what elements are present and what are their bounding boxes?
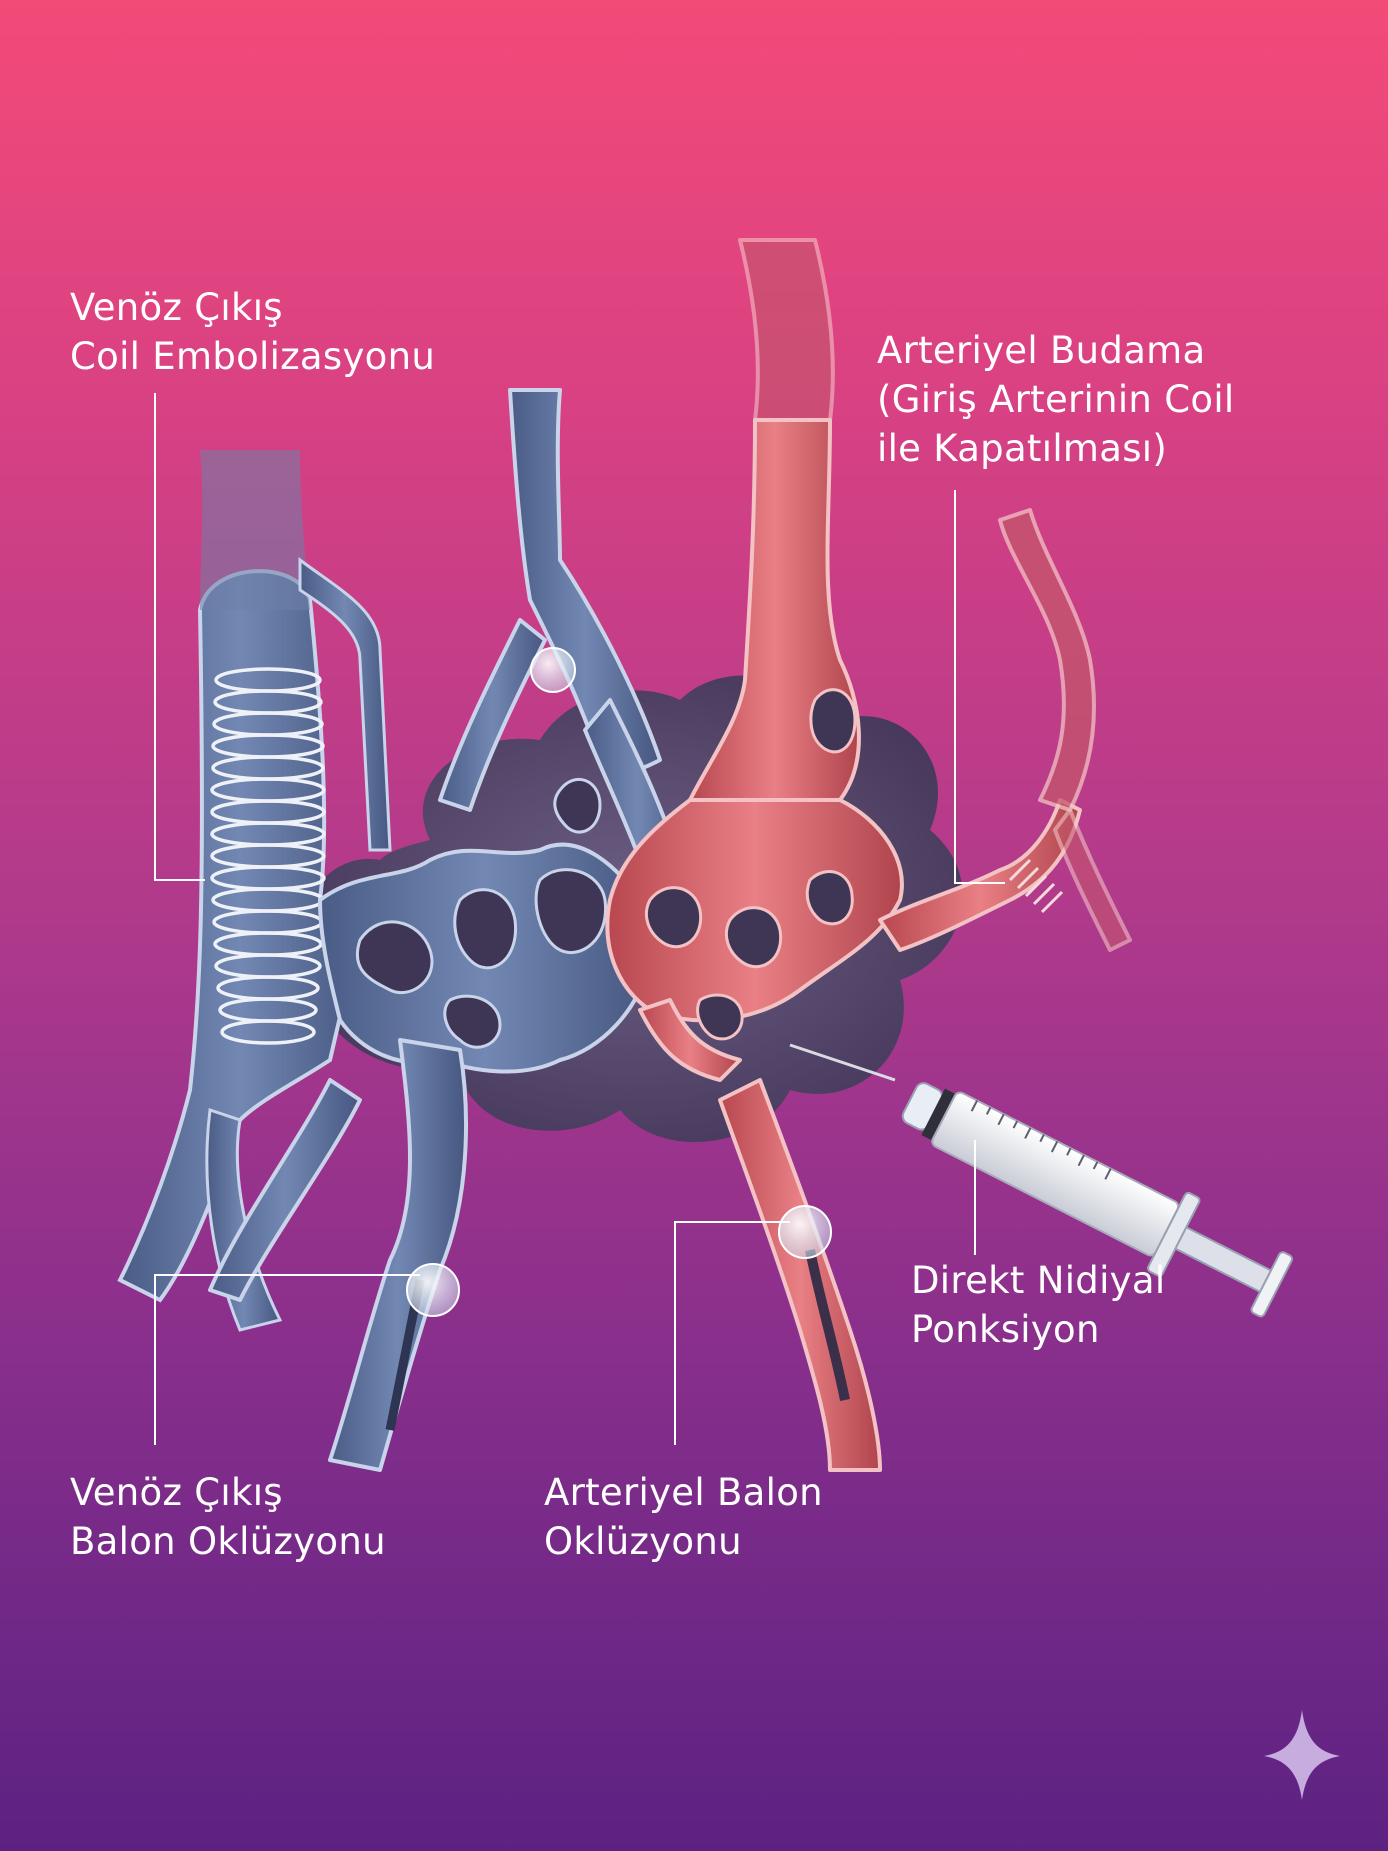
sparkle-icon <box>1264 1710 1340 1800</box>
venous-balloon-icon <box>406 1263 460 1317</box>
label-direct-nidal-puncture: Direkt Nidiyal Ponksiyon <box>911 1256 1165 1354</box>
arterial-balloon-icon <box>778 1205 832 1259</box>
arterial-coil-icon <box>1008 858 1064 914</box>
arterial-loops <box>645 688 857 1041</box>
syringe-icon <box>789 1043 1294 1318</box>
balloon-icon <box>530 647 576 693</box>
label-arterial-pruning: Arteriyel Budama (Giriş Arterinin Coil i… <box>877 326 1234 473</box>
label-line: Ponksiyon <box>911 1308 1100 1351</box>
label-line: ile Kapatılması) <box>877 427 1168 470</box>
label-line: Oklüzyonu <box>544 1520 742 1563</box>
label-arterial-balloon-occlusion: Arteriyel Balon Oklüzyonu <box>544 1468 823 1566</box>
label-line: (Giriş Arterinin Coil <box>877 378 1235 421</box>
venous-outflow-coiled-vein <box>117 450 392 1332</box>
label-line: Direkt Nidiyal <box>911 1259 1166 1302</box>
label-line: Balon Oklüzyonu <box>70 1520 386 1563</box>
label-line: Arteriyel Budama <box>877 329 1206 372</box>
arterial-catheter <box>805 1249 850 1401</box>
coil-icon <box>210 667 326 1045</box>
label-line: Venöz Çıkış <box>70 286 283 329</box>
label-venous-balloon-occlusion: Venöz Çıkış Balon Oklüzyonu <box>70 1468 386 1566</box>
leader-lines <box>154 393 1005 1445</box>
label-line: Arteriyel Balon <box>544 1471 823 1514</box>
label-line: Venöz Çıkış <box>70 1471 283 1514</box>
label-line: Coil Embolizasyonu <box>70 335 436 378</box>
label-venous-coil-embolization: Venöz Çıkış Coil Embolizasyonu <box>70 283 435 381</box>
venous-loops <box>355 777 607 1049</box>
